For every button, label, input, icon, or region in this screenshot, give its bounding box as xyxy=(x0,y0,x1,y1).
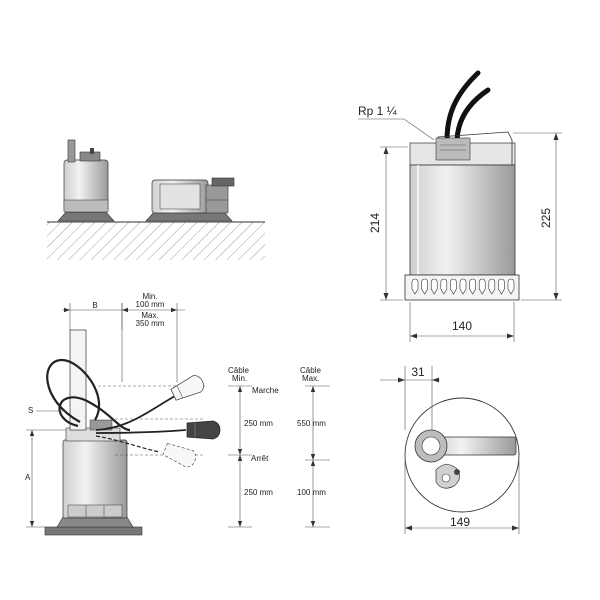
label-b: B xyxy=(92,301,97,310)
pump-body xyxy=(409,164,516,276)
strainer-slot xyxy=(469,278,476,295)
float-middle xyxy=(186,420,221,440)
cable-entry xyxy=(435,464,460,489)
cable-max-label-1: Câble xyxy=(300,366,321,375)
cable-min-label-2: Min. xyxy=(232,374,247,383)
strainer-slot xyxy=(421,278,428,295)
float-cable xyxy=(454,87,491,143)
min-lower-distance: 250 mm xyxy=(244,488,273,497)
label-a: A xyxy=(25,473,31,482)
float-lower xyxy=(162,443,197,468)
installed-cable-1 xyxy=(46,358,101,423)
pump-elevation-view: Rp 1 ¼ 214 225 140 xyxy=(358,70,562,342)
ground-hatch xyxy=(47,222,265,260)
dim-diameter: 149 xyxy=(450,515,470,529)
max-label: Max. xyxy=(141,311,158,320)
min-value: 100 mm xyxy=(136,300,165,309)
strainer-slot xyxy=(459,278,467,295)
pump-plan-view: 31 149 xyxy=(380,365,520,534)
cable-min-label-1: Câble xyxy=(228,366,249,375)
strainer-slots xyxy=(411,278,515,295)
strainer-slot xyxy=(498,278,505,295)
cable-max-label-2: Max. xyxy=(302,374,319,383)
max-value: 350 mm xyxy=(136,319,165,328)
min-label: Min. xyxy=(142,292,157,301)
vertical-pump-small xyxy=(57,139,115,222)
strainer-slot xyxy=(478,278,486,295)
min-upper-distance: 250 mm xyxy=(244,419,273,428)
max-upper-distance: 550 mm xyxy=(297,419,326,428)
float-switch-view: B Min. 100 mm Max. 350 mm S A Câble Min.… xyxy=(25,292,330,536)
outlet-fitting xyxy=(435,137,471,161)
power-cable xyxy=(444,70,481,143)
dim-height-body: 214 xyxy=(368,213,382,233)
strainer-slot xyxy=(440,278,448,295)
tank-floor xyxy=(44,526,143,536)
dim-outlet-offset: 31 xyxy=(411,365,425,379)
strainer-slot xyxy=(507,278,515,295)
marche-label: Marche xyxy=(252,386,279,395)
float-upper xyxy=(170,375,205,401)
strainer-slot xyxy=(411,278,419,295)
max-lower-distance: 100 mm xyxy=(297,488,326,497)
strainer-slot xyxy=(488,278,496,295)
discharge-pipe xyxy=(69,329,87,431)
dim-width: 140 xyxy=(452,319,472,333)
strainer-slot xyxy=(430,278,438,295)
strainer-slot xyxy=(450,278,457,295)
dim-height-total: 225 xyxy=(539,208,553,228)
ground-installation-view xyxy=(47,139,265,260)
thread-label: Rp 1 ¼ xyxy=(358,104,398,118)
horizontal-pump-small xyxy=(145,177,235,222)
label-s: S xyxy=(28,406,33,415)
arret-label: Arrêt xyxy=(251,454,269,463)
